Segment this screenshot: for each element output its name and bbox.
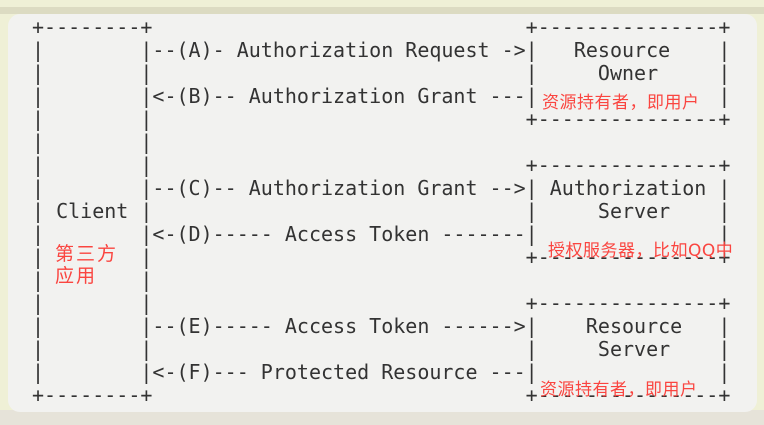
- annotation-client-line2: 应用: [55, 265, 98, 287]
- oauth-flow-ascii-diagram: +--------+ +---------------+ | |--(A)- A…: [32, 15, 731, 407]
- annotation-authorization-server: 授权服务器，比如QQ中: [548, 241, 734, 261]
- annotation-resource-server: 资源持有者，即用户: [540, 380, 698, 400]
- code-block-card: +--------+ +---------------+ | |--(A)- A…: [8, 14, 757, 412]
- annotation-client-line1: 第三方: [55, 243, 119, 265]
- annotation-resource-owner: 资源持有者，即用户: [542, 93, 700, 113]
- page-section-below: [0, 410, 764, 425]
- page-divider-band: [0, 7, 764, 14]
